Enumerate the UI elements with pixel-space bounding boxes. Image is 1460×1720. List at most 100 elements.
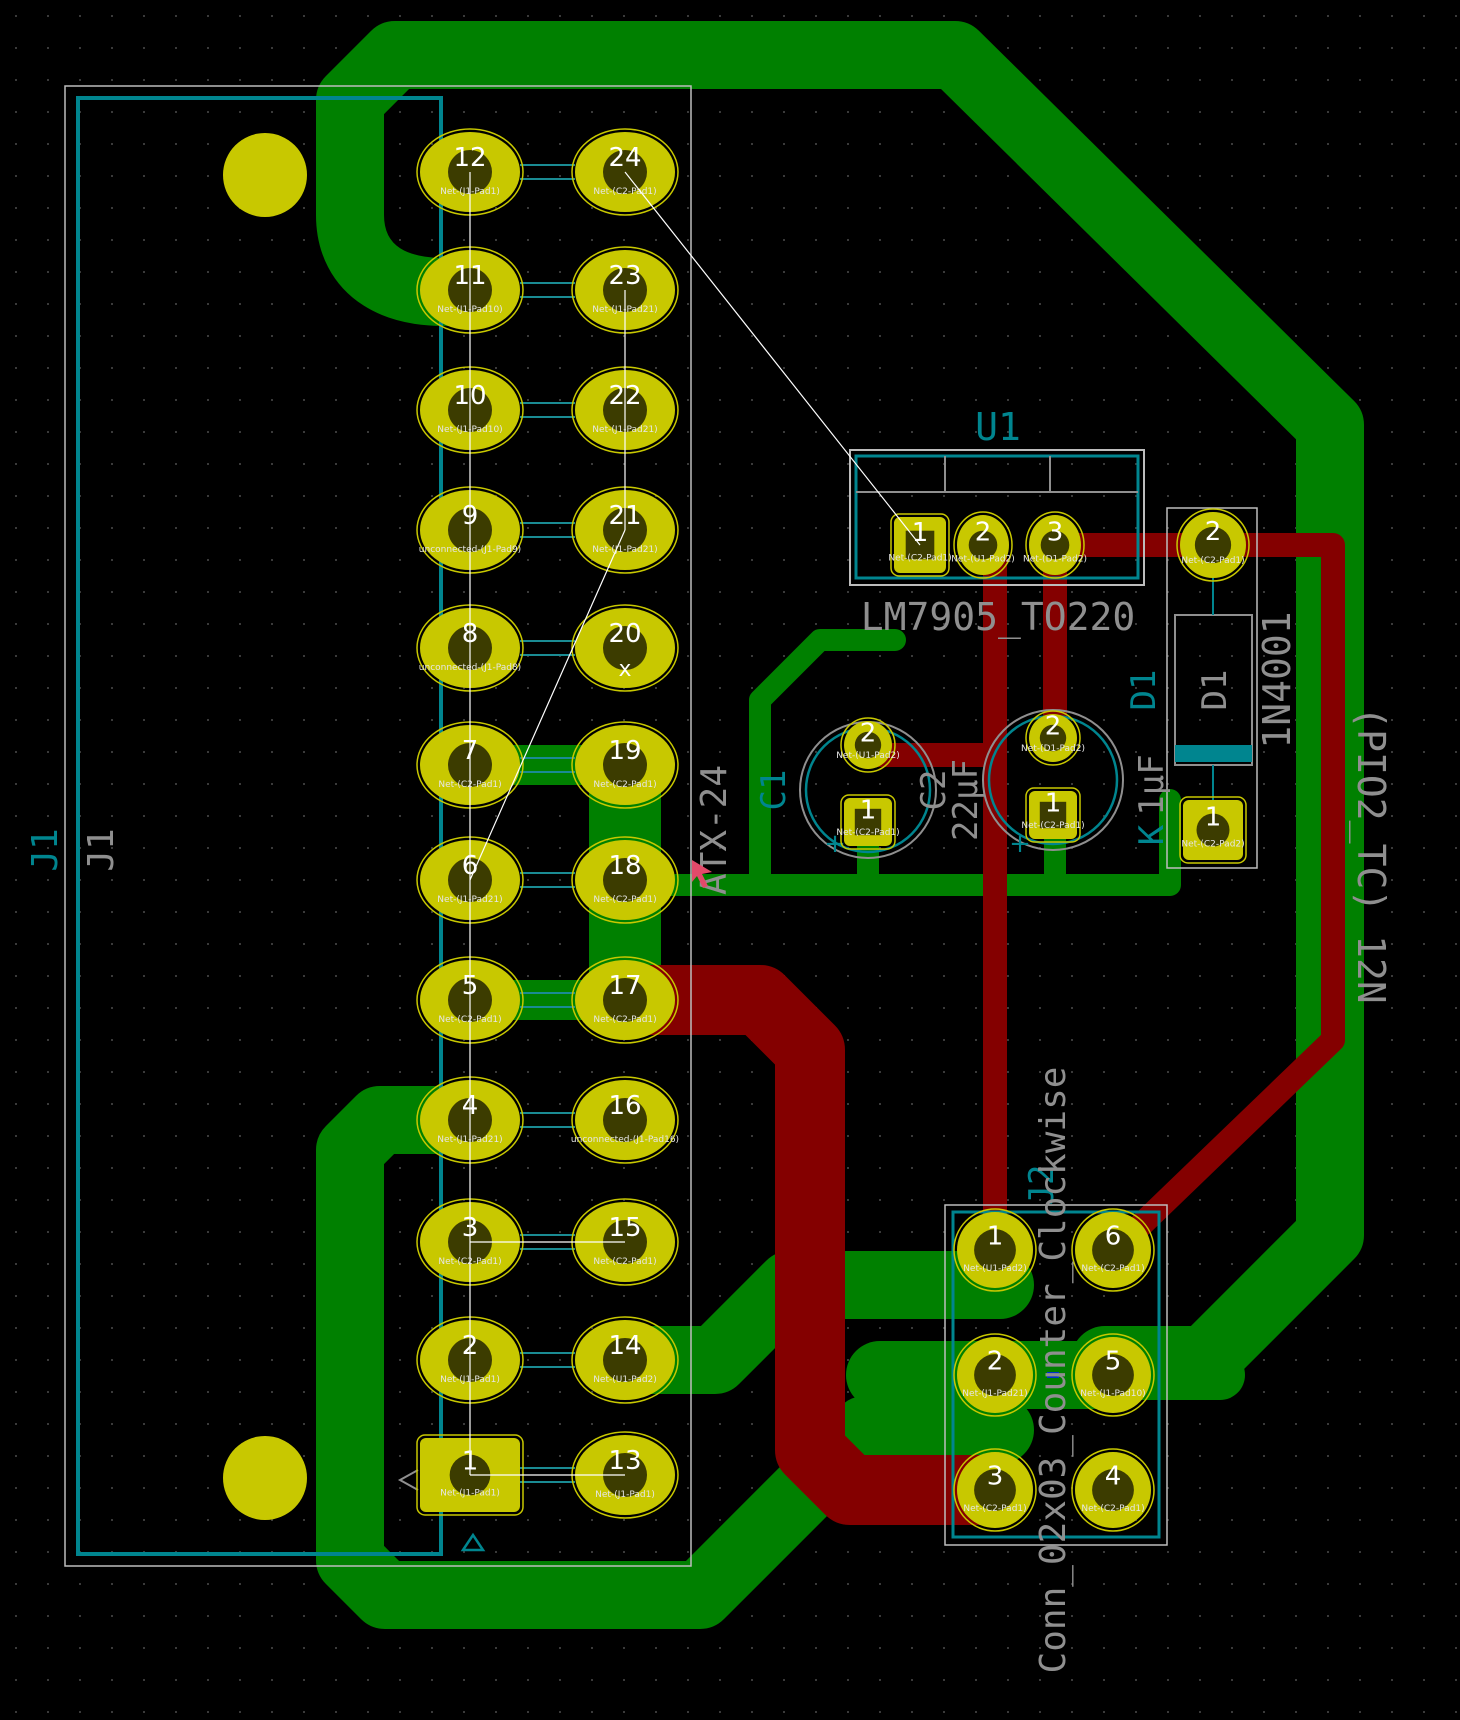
pad-number: 4 xyxy=(1105,1461,1122,1491)
j1-pair-link xyxy=(520,1352,575,1368)
pad-net-label: Net-(C2-Pad2) xyxy=(1181,840,1244,850)
pad-number: 5 xyxy=(1105,1346,1122,1376)
pad-net-label: Net-(C2-Pad1) xyxy=(1181,556,1244,566)
pad-net-label: Net-(D1-Pad2) xyxy=(1021,744,1085,754)
j1-pad-20[interactable]: 20 xyxy=(571,604,679,692)
pad-net-label: Net-(U1-Pad2) xyxy=(593,1375,657,1385)
pad-outline xyxy=(1071,1448,1155,1532)
j1-ref-silk-label: J1 xyxy=(81,828,122,871)
pad-number: 2 xyxy=(1045,711,1062,741)
j1-courtyard xyxy=(64,85,692,1567)
pad-net-label: Net-(C2-Pad1) xyxy=(888,553,951,563)
k-marker-label: K xyxy=(1132,824,1172,845)
pad-drill xyxy=(968,530,998,560)
pad-number: 23 xyxy=(608,261,641,291)
pad-net-label: Net-(C2-Pad1) xyxy=(836,828,899,838)
pad-number: 19 xyxy=(608,736,641,766)
ratsnest-j1-24-to-u1-1 xyxy=(624,171,921,546)
pin20-nc-marker: x xyxy=(618,657,631,682)
pad-net-label: Net-(C2-Pad1) xyxy=(593,895,656,905)
c2-body-outline xyxy=(982,709,1124,851)
j2-courtyard xyxy=(944,1204,1168,1546)
j1-pair-link xyxy=(520,872,575,888)
pad-outline xyxy=(953,1448,1037,1532)
pad-drill xyxy=(974,1354,1016,1396)
u1-outline xyxy=(849,449,1145,586)
j1-pin1-triangle xyxy=(460,1532,486,1552)
front-trace-j1-17-to-j2-3[interactable] xyxy=(590,965,1030,1525)
pad-number: 2 xyxy=(987,1346,1004,1376)
c2-value-label: 1µF xyxy=(1132,754,1172,815)
j2-value-label: Conn_02x03_Counter_Clockwise xyxy=(1033,1067,1074,1674)
j1-pair-link xyxy=(520,282,575,298)
j1-pair-link xyxy=(520,402,575,418)
pad-outline xyxy=(840,717,896,773)
back-trace-gnd-bus[interactable] xyxy=(649,629,1181,896)
pad-drill xyxy=(1194,526,1232,564)
pad-net-label: unconnected-(J1-Pad16) xyxy=(571,1135,679,1145)
pad-net-label: Net-(C2-Pad1) xyxy=(963,1504,1026,1514)
pad-drill xyxy=(1040,530,1070,560)
pad-number: 2 xyxy=(860,718,877,748)
j2-ref-label: J2 xyxy=(1022,1165,1062,1206)
j2-pin1-mark xyxy=(1047,1372,1059,1378)
pad-number: 17 xyxy=(608,971,641,1001)
d1-band xyxy=(1175,745,1252,762)
u1-fab xyxy=(854,454,1140,580)
j1-pin1-marker xyxy=(397,1469,419,1491)
pad-outline xyxy=(571,604,679,692)
pad-net-label: Net-(D1-Pad2) xyxy=(1023,555,1087,565)
pad-net-label: Net-(U1-Pad2) xyxy=(836,751,900,761)
pad-number: 3 xyxy=(1047,518,1064,548)
d1-value-label: 1N4001 xyxy=(1255,611,1299,748)
pad-number: 16 xyxy=(608,1091,641,1121)
pad-net-label: Net-(C2-Pad1) xyxy=(593,1015,656,1025)
pad-number: 6 xyxy=(1105,1221,1122,1251)
pad-number: 1 xyxy=(987,1221,1004,1251)
j1-pair-link xyxy=(520,1467,575,1483)
pad-outline xyxy=(571,1076,679,1164)
j1-pair-link xyxy=(520,1234,575,1250)
pad-drill xyxy=(854,808,882,836)
pad-outline xyxy=(953,1333,1037,1417)
pad-number: 12 xyxy=(453,143,486,173)
pad-outline xyxy=(1176,508,1250,582)
pad-outline xyxy=(571,721,679,809)
u1-ref-label: U1 xyxy=(975,405,1021,449)
j1-pair-link xyxy=(520,522,575,538)
pad-drill xyxy=(974,1229,1016,1271)
d1-ref-label: D1 xyxy=(1124,670,1164,711)
j1-ref-fab-label: J1 xyxy=(25,828,66,871)
u1-value-label: LM7905_TO220 xyxy=(861,595,1136,640)
pad-drill xyxy=(603,858,647,902)
j2-fab xyxy=(951,1210,1161,1539)
c2-plus-marker: + xyxy=(1009,829,1031,859)
j1-pad-16[interactable]: 16 unconnected-(J1-Pad16) xyxy=(571,1076,679,1164)
pad-outline xyxy=(571,1316,679,1404)
pad-drill xyxy=(854,731,882,759)
pad-outline xyxy=(1025,710,1081,766)
partial-net-label: (PIO2_TC) 12N xyxy=(1348,706,1393,1003)
pad-number: 1 xyxy=(912,518,929,548)
pad-number: 2 xyxy=(975,518,992,548)
